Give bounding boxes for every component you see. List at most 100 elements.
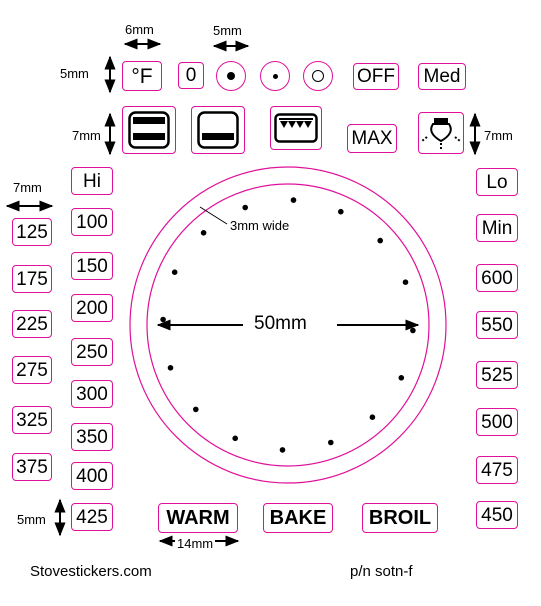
site-name: Stovestickers.com bbox=[30, 563, 152, 580]
dial-outer-ring bbox=[129, 166, 447, 484]
med-sticker: Med bbox=[418, 63, 466, 90]
dot-large-icon bbox=[227, 72, 235, 80]
dial-dot bbox=[398, 375, 405, 381]
left-outer-sticker: 175 bbox=[12, 265, 52, 293]
right-sticker: Min bbox=[476, 214, 518, 242]
left-outer-sticker-text: 175 bbox=[16, 268, 48, 290]
broil-sticker: BROIL bbox=[362, 503, 438, 533]
oven-light-sticker bbox=[418, 112, 464, 154]
dial-dot bbox=[369, 414, 376, 421]
five-mm-bottom-label: 5mm bbox=[17, 512, 46, 527]
seven-mm-right-label: 7mm bbox=[484, 128, 513, 143]
dial-dot bbox=[328, 439, 334, 446]
left-outer-sticker: 325 bbox=[12, 406, 52, 434]
left-inner-sticker-text: 425 bbox=[76, 506, 108, 528]
seven-mm-left-label: 7mm bbox=[72, 128, 101, 143]
right-sticker: 525 bbox=[476, 361, 518, 389]
warm-text: WARM bbox=[166, 507, 230, 529]
zero-text: 0 bbox=[185, 65, 197, 86]
dial-dot bbox=[160, 316, 166, 323]
left-outer-sticker-text: 225 bbox=[16, 313, 48, 335]
right-sticker: Lo bbox=[476, 168, 518, 196]
right-sticker-text: 600 bbox=[481, 267, 513, 289]
left-inner-sticker-text: 250 bbox=[76, 341, 108, 363]
left-outer-sticker: 375 bbox=[12, 453, 52, 481]
right-sticker-text: 450 bbox=[481, 504, 513, 526]
dial-dot bbox=[193, 406, 199, 413]
fahrenheit-sticker: °F bbox=[122, 61, 162, 91]
seven-mm-column-label: 7mm bbox=[13, 180, 42, 195]
lower-element-sticker bbox=[191, 106, 245, 154]
dial-dot bbox=[279, 447, 286, 453]
left-inner-sticker-text: 300 bbox=[76, 383, 108, 405]
left-inner-sticker-text: 150 bbox=[76, 255, 108, 277]
upper-lower-element-sticker bbox=[122, 106, 176, 154]
upper-lower-element-icon bbox=[128, 111, 170, 149]
right-sticker-text: 550 bbox=[481, 314, 513, 336]
oven-light-icon bbox=[421, 118, 461, 149]
max-sticker: MAX bbox=[347, 124, 397, 153]
dot-small-icon bbox=[272, 73, 278, 79]
broil-text: BROIL bbox=[368, 507, 432, 529]
dial-dot bbox=[200, 230, 207, 236]
dial-dot bbox=[167, 365, 174, 371]
right-sticker-text: Lo bbox=[486, 171, 508, 193]
left-inner-sticker: 300 bbox=[71, 380, 113, 408]
right-sticker-text: 500 bbox=[481, 411, 513, 433]
dial-dot bbox=[290, 197, 297, 203]
five-mm-left-label: 5mm bbox=[60, 66, 89, 81]
circle-open-sticker bbox=[303, 61, 333, 91]
left-outer-sticker: 275 bbox=[12, 356, 52, 384]
bake-sticker: BAKE bbox=[263, 503, 333, 533]
max-text: MAX bbox=[351, 128, 393, 149]
right-sticker-text: Min bbox=[481, 217, 513, 239]
off-text: OFF bbox=[357, 66, 395, 87]
right-sticker: 600 bbox=[476, 264, 518, 292]
left-inner-sticker: 250 bbox=[71, 338, 113, 366]
part-number: p/n sotn-f bbox=[350, 563, 413, 580]
fourteen-mm-label: 14mm bbox=[175, 536, 216, 551]
dot-large-sticker bbox=[216, 61, 246, 91]
off-sticker: OFF bbox=[353, 63, 399, 90]
right-sticker: 500 bbox=[476, 408, 518, 436]
bake-text: BAKE bbox=[269, 507, 327, 529]
five-mm-top-label: 5mm bbox=[213, 23, 242, 38]
left-outer-sticker-text: 375 bbox=[16, 456, 48, 478]
circle-open-icon bbox=[312, 70, 324, 82]
left-inner-sticker-text: 400 bbox=[76, 465, 108, 487]
left-inner-sticker-text: 100 bbox=[76, 211, 108, 233]
left-inner-sticker: Hi bbox=[71, 167, 113, 195]
broil-element-sticker bbox=[270, 106, 322, 150]
dial-dot bbox=[232, 435, 238, 442]
dial-dot bbox=[171, 269, 178, 276]
left-inner-sticker: 350 bbox=[71, 423, 113, 451]
broil-element-icon bbox=[274, 113, 318, 143]
left-outer-sticker-text: 325 bbox=[16, 409, 48, 431]
left-outer-sticker-text: 125 bbox=[16, 221, 48, 243]
left-inner-sticker: 200 bbox=[71, 294, 113, 322]
fahrenheit-text: °F bbox=[131, 64, 153, 88]
dot-small-sticker bbox=[260, 61, 290, 91]
dial-dot bbox=[338, 208, 344, 215]
dial-dot bbox=[377, 237, 384, 244]
left-outer-sticker: 225 bbox=[12, 310, 52, 338]
left-outer-sticker: 125 bbox=[12, 218, 52, 246]
right-sticker-text: 525 bbox=[481, 364, 513, 386]
right-sticker: 475 bbox=[476, 456, 518, 484]
left-outer-sticker-text: 275 bbox=[16, 359, 48, 381]
dial-inner-ring bbox=[146, 183, 430, 467]
med-text: Med bbox=[423, 66, 461, 87]
left-inner-sticker: 400 bbox=[71, 462, 113, 490]
dial-dot bbox=[242, 204, 248, 211]
dial-dot bbox=[402, 279, 409, 286]
left-inner-sticker: 425 bbox=[71, 503, 113, 531]
dial-dot bbox=[410, 327, 416, 334]
left-inner-sticker: 150 bbox=[71, 252, 113, 280]
zero-sticker: 0 bbox=[178, 62, 204, 89]
six-mm-label: 6mm bbox=[125, 22, 154, 37]
right-sticker: 450 bbox=[476, 501, 518, 529]
three-mm-leader bbox=[199, 206, 228, 225]
right-sticker: 550 bbox=[476, 311, 518, 339]
